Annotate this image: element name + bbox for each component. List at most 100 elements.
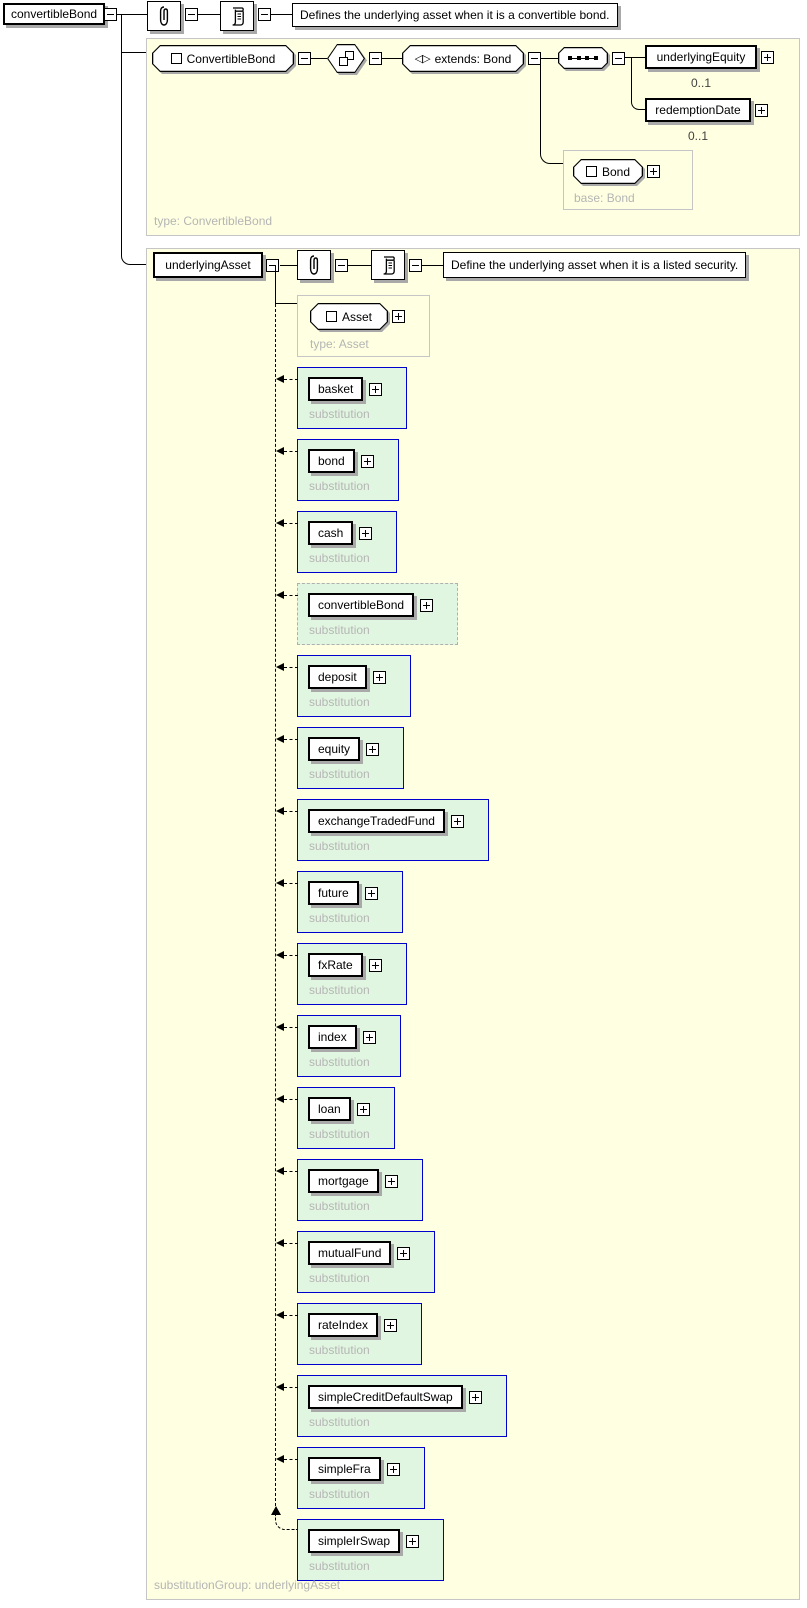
substitution-expand-toggle[interactable] (384, 1318, 398, 1332)
substitution-element-box[interactable]: simpleIrSwap (308, 1529, 401, 1553)
substitution-element-box[interactable]: exchangeTradedFund (308, 809, 445, 833)
substitution-caption: substitution (309, 479, 370, 493)
substitution-box-mutualFund[interactable]: mutualFund substitution (276, 1231, 436, 1293)
substitution-expand-toggle[interactable] (362, 1030, 376, 1044)
substitution-expand-toggle[interactable] (468, 1390, 482, 1404)
bond-expand-toggle[interactable] (647, 165, 660, 178)
extension-collapse-toggle[interactable] (528, 52, 541, 65)
base-type-shape-bond[interactable]: Bond (573, 159, 643, 184)
element-box-underlyingasset[interactable]: underlyingAsset (153, 252, 263, 278)
complexcontent-hexagon[interactable] (327, 44, 365, 73)
documentation-icon-box[interactable] (220, 1, 254, 31)
substitution-element-box[interactable]: cash (308, 521, 354, 545)
substitution-expand-toggle[interactable] (364, 886, 378, 900)
substitution-box-simpleIrSwap[interactable]: simpleIrSwap substitution (297, 1519, 445, 1581)
connector-line (198, 14, 220, 15)
substitution-expand-toggle[interactable] (366, 742, 380, 756)
substitution-expand-toggle[interactable] (384, 1174, 398, 1188)
substitution-expand-toggle[interactable] (386, 1462, 400, 1476)
overlapping-squares-icon (338, 51, 354, 66)
left-arrowhead-icon (276, 879, 284, 887)
substitution-trunk-line (275, 304, 277, 1506)
documentation-collapse-toggle[interactable] (258, 8, 271, 21)
substitution-box-cash[interactable]: cash substitution (276, 511, 398, 573)
substitution-element-box[interactable]: convertibleBond (308, 593, 415, 617)
substitution-element-box[interactable]: deposit (308, 665, 367, 689)
base-type-label: Bond (601, 164, 631, 179)
underlyingequity-expand-toggle[interactable] (761, 51, 774, 64)
complextype-shape-convertiblebond[interactable]: ConvertibleBond (152, 45, 294, 72)
connector-dashed-line (284, 1243, 298, 1244)
substitution-caption: substitution (309, 407, 370, 421)
connector-line (122, 52, 146, 53)
substitution-expand-toggle[interactable] (372, 670, 386, 684)
substitution-element-box[interactable]: basket (308, 377, 364, 401)
complextype-label: ConvertibleBond (186, 51, 276, 66)
element-box-underlyingequity[interactable]: underlyingEquity (645, 45, 757, 69)
substitution-expand-toggle[interactable] (359, 526, 373, 540)
substitution-box-exchangeTradedFund[interactable]: exchangeTradedFund substitution (276, 799, 489, 861)
substitution-element-box[interactable]: rateIndex (308, 1313, 379, 1337)
substitution-element-box[interactable]: future (308, 881, 359, 905)
substitution-expand-toggle[interactable] (406, 1534, 420, 1548)
substitution-box-index[interactable]: index substitution (276, 1015, 401, 1077)
connector-dashed-line (284, 739, 298, 740)
substitution-caption: substitution (309, 551, 370, 565)
substitution-box-mortgage[interactable]: mortgage substitution (276, 1159, 423, 1221)
root-element-box[interactable]: convertibleBond (3, 3, 106, 25)
substitution-box-equity[interactable]: equity substitution (276, 727, 405, 789)
substitution-element-box[interactable]: mutualFund (308, 1241, 392, 1265)
substitution-element-box[interactable]: bond (308, 449, 355, 473)
documentation-icon-box[interactable] (371, 250, 405, 280)
substitution-expand-toggle[interactable] (420, 598, 434, 612)
head-type-shape-asset[interactable]: Asset (310, 303, 388, 330)
documentation-collapse-toggle[interactable] (409, 259, 422, 272)
substitution-expand-toggle[interactable] (450, 814, 464, 828)
root-collapse-toggle[interactable] (104, 8, 117, 21)
substitution-expand-toggle[interactable] (369, 382, 383, 396)
redemptiondate-expand-toggle[interactable] (755, 104, 768, 117)
substitution-box-loan[interactable]: loan substitution (276, 1087, 395, 1149)
left-arrowhead-icon (276, 591, 284, 599)
substitution-box-rateIndex[interactable]: rateIndex substitution (276, 1303, 423, 1365)
complextype-icon (585, 166, 597, 177)
sequence-compositor[interactable] (558, 47, 608, 69)
substitution-expand-toggle[interactable] (368, 958, 382, 972)
annotation-icon-box[interactable] (297, 250, 331, 280)
substitution-box-convertibleBond[interactable]: convertibleBond substitution (276, 583, 459, 645)
convertiblebond-collapse-toggle[interactable] (298, 52, 311, 65)
substitution-element-box[interactable]: mortgage (308, 1169, 379, 1193)
element-box-redemptiondate[interactable]: redemptionDate (645, 98, 751, 122)
left-arrowhead-icon (276, 1239, 284, 1247)
substitution-box-simpleFra[interactable]: simpleFra substitution (276, 1447, 425, 1509)
annotation-collapse-toggle[interactable] (335, 259, 348, 272)
sequence-collapse-toggle[interactable] (612, 52, 625, 65)
left-arrowhead-icon (276, 1311, 284, 1319)
substitution-expand-toggle[interactable] (356, 1102, 370, 1116)
left-arrowhead-icon (276, 1095, 284, 1103)
substitution-box-deposit[interactable]: deposit substitution (276, 655, 411, 717)
asset-expand-toggle[interactable] (392, 310, 405, 323)
substitution-box-bond[interactable]: bond substitution (276, 439, 399, 501)
complexcontent-collapse-toggle[interactable] (369, 52, 382, 65)
substitution-box-fxRate[interactable]: fxRate substitution (276, 943, 407, 1005)
substitution-element-box[interactable]: equity (308, 737, 361, 761)
substitution-element-box[interactable]: loan (308, 1097, 351, 1121)
connector-dashed-elbow (275, 1515, 297, 1530)
substitution-box-basket[interactable]: basket substitution (276, 367, 408, 429)
substitution-element-box[interactable]: index (308, 1025, 357, 1049)
extension-shape[interactable]: ◁▷ extends: Bond (402, 45, 524, 72)
substitution-box-future[interactable]: future substitution (276, 871, 403, 933)
substitution-element-box[interactable]: simpleCreditDefaultSwap (308, 1385, 463, 1409)
annotation-collapse-toggle[interactable] (185, 8, 198, 21)
annotation-icon-box[interactable] (147, 1, 181, 31)
substitution-box-simpleCreditDefaultSwap[interactable]: simpleCreditDefaultSwap substitution (276, 1375, 507, 1437)
substitution-element-box[interactable]: simpleFra (308, 1457, 381, 1481)
connector-dashed-line (284, 1171, 298, 1172)
substitution-expand-toggle[interactable] (360, 454, 374, 468)
substitution-element-box[interactable]: fxRate (308, 953, 363, 977)
substitution-expand-toggle[interactable] (397, 1246, 411, 1260)
connector-elbow (121, 14, 146, 265)
element-label: underlyingAsset (165, 258, 251, 272)
